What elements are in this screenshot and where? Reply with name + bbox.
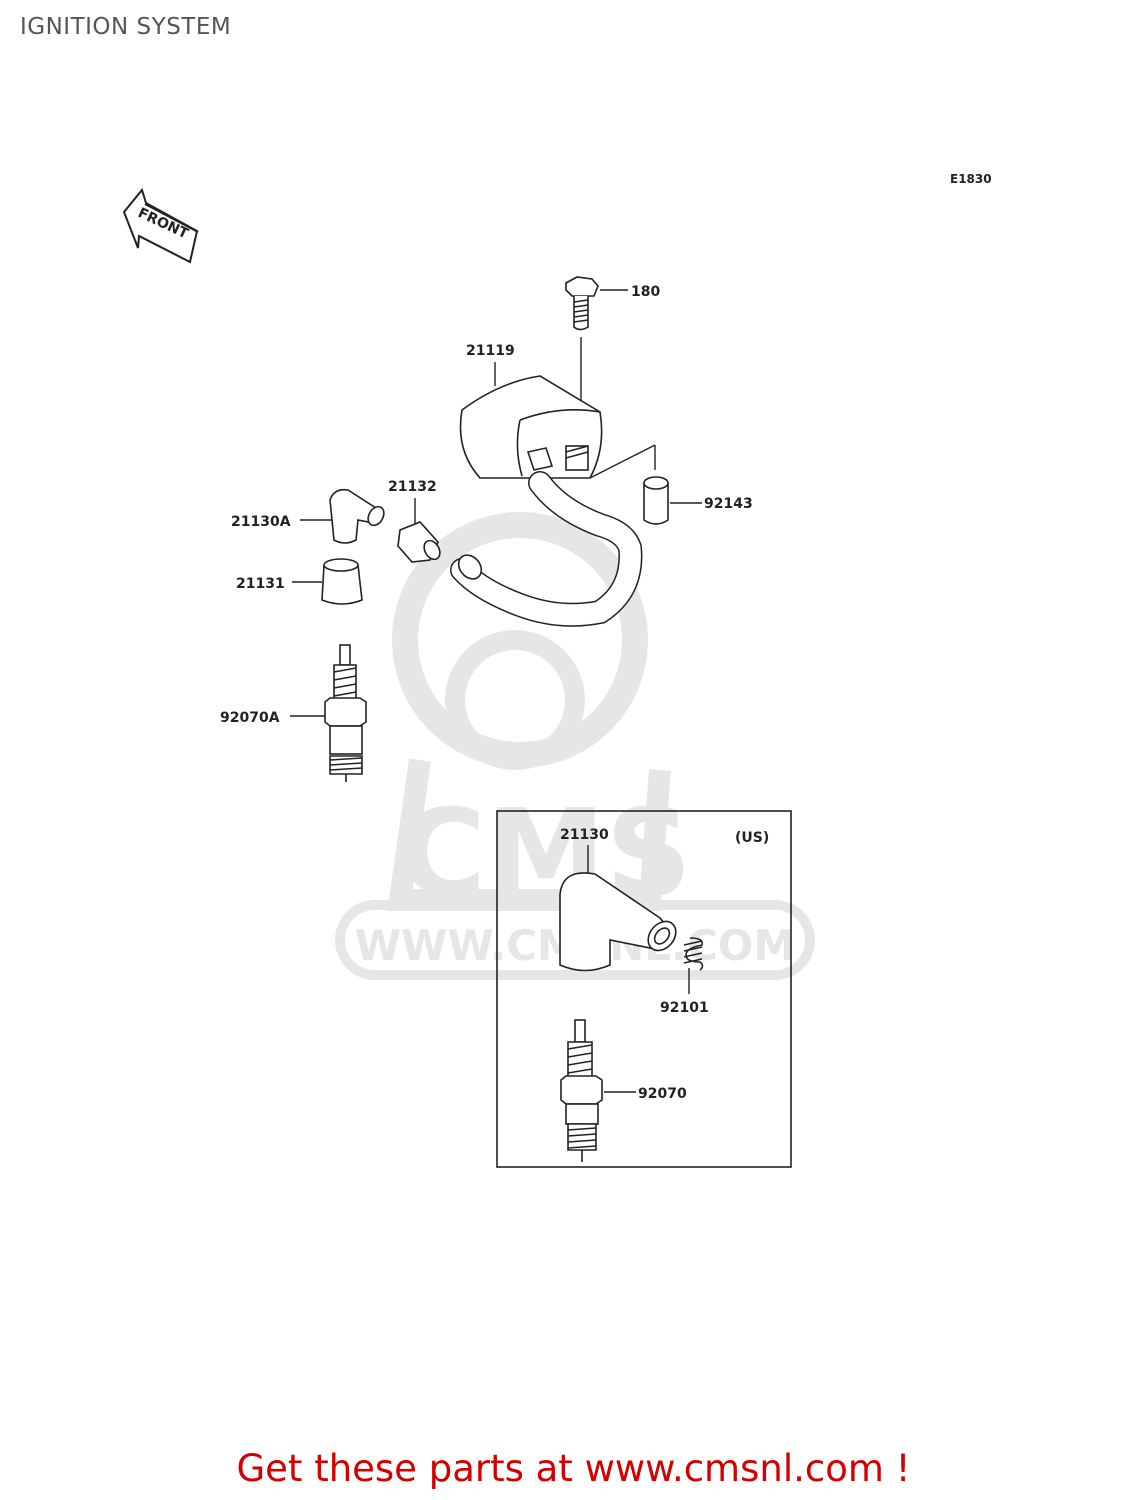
plug-cap-21130 [559,872,677,972]
us-inset-frame [496,810,792,1168]
ignition-coil-21119 [450,375,643,627]
spark-plug-92070 [560,1019,603,1162]
plug-cap-21130a [329,488,385,544]
spring-92101 [683,937,704,971]
part-label-21132: 21132 [388,479,437,495]
part-label-92070a: 92070A [220,710,280,726]
part-label-21119: 21119 [466,343,515,359]
spacer-92143 [643,476,669,525]
front-arrow-icon: FRONT [122,187,199,264]
cover-21131 [321,558,363,605]
promo-link[interactable]: Get these parts at www.cmsnl.com ! [236,1447,911,1490]
us-inset-label: (US) [735,830,769,846]
part-label-92101: 92101 [660,1000,709,1016]
connector-21132 [397,521,441,563]
part-label-21131: 21131 [236,576,285,592]
part-label-21130: 21130 [560,827,609,843]
part-label-92070: 92070 [638,1086,687,1102]
diagram-code: E1830 [950,172,992,186]
spark-plug-92070a [324,644,367,782]
part-label-92143: 92143 [704,496,753,512]
part-label-180: 180 [631,284,660,300]
part-label-21130a: 21130A [231,514,291,530]
bolt-180 [565,276,599,331]
page-title: IGNITION SYSTEM [20,14,232,40]
